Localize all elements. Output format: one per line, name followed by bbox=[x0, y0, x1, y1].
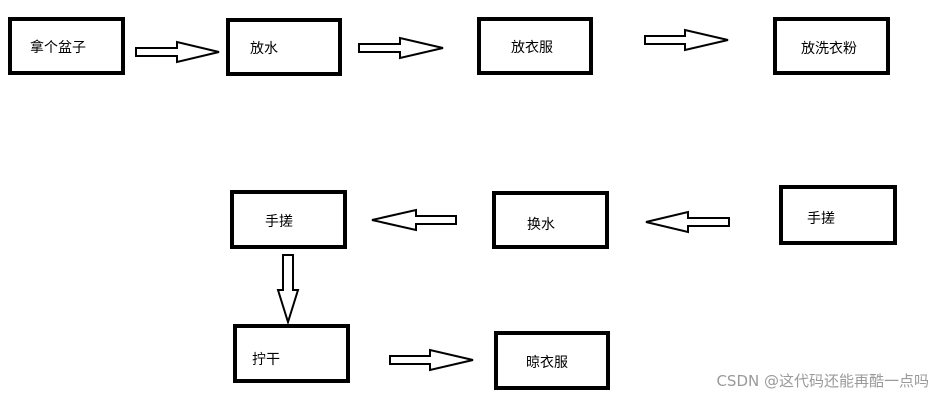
arrow-right-4 bbox=[389, 348, 474, 372]
arrow-left-2 bbox=[371, 208, 457, 232]
step-add-clothes: 放衣服 bbox=[477, 17, 593, 75]
step-label: 放衣服 bbox=[511, 40, 553, 56]
step-label: 手搓 bbox=[265, 214, 293, 230]
step-label: 放洗衣粉 bbox=[801, 41, 857, 57]
step-take-basin: 拿个盆子 bbox=[8, 17, 125, 75]
step-label: 拿个盆子 bbox=[30, 40, 86, 56]
step-label: 晾衣服 bbox=[526, 355, 568, 371]
step-wring-dry: 拧干 bbox=[233, 324, 350, 383]
arrow-right-2 bbox=[358, 36, 444, 60]
step-label: 换水 bbox=[527, 217, 555, 233]
arrow-left-1 bbox=[645, 210, 730, 234]
step-hang-clothes: 晾衣服 bbox=[494, 331, 610, 390]
step-hand-rub-1: 手搓 bbox=[779, 185, 897, 245]
arrow-right-1 bbox=[135, 40, 220, 64]
step-hand-rub-2: 手搓 bbox=[230, 190, 347, 249]
arrow-right-3 bbox=[644, 28, 729, 52]
step-label: 拧干 bbox=[252, 352, 280, 368]
step-label: 手搓 bbox=[807, 211, 835, 227]
arrow-down-1 bbox=[276, 254, 300, 326]
step-add-detergent: 放洗衣粉 bbox=[773, 17, 890, 75]
step-label: 放水 bbox=[250, 41, 278, 57]
watermark-text: CSDN @这代码还能再酷一点吗 bbox=[716, 372, 929, 390]
step-change-water: 换水 bbox=[492, 191, 609, 249]
step-add-water: 放水 bbox=[226, 18, 342, 76]
